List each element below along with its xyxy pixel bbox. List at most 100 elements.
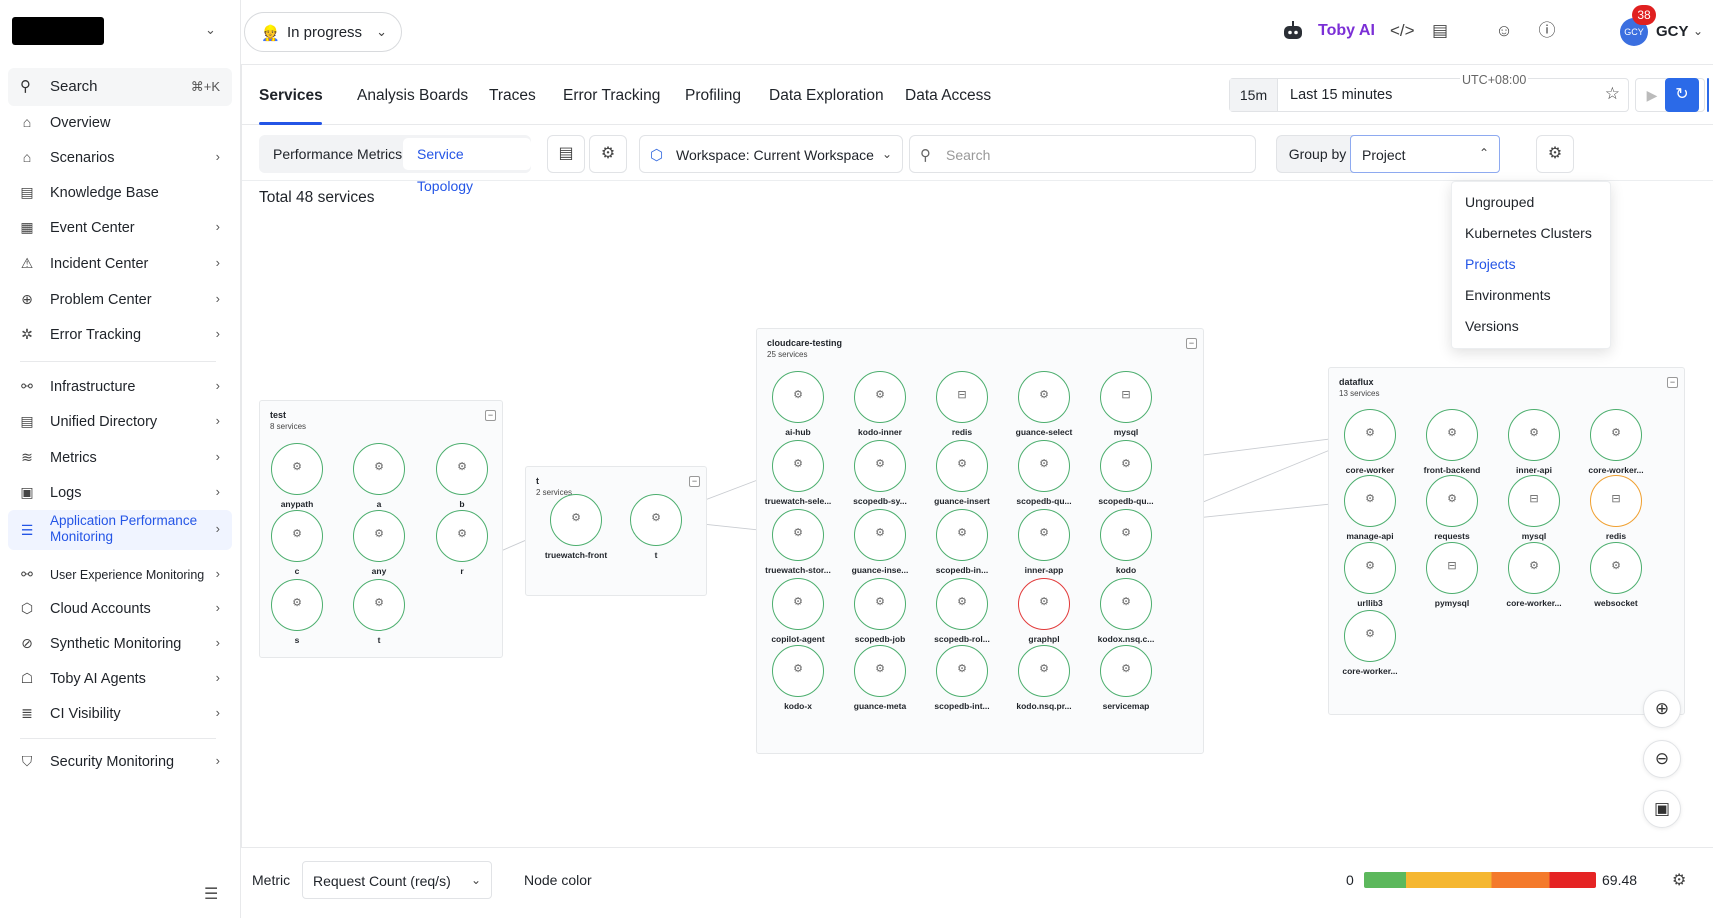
- service-node[interactable]: ⚙: [353, 579, 405, 631]
- tab-data-exploration[interactable]: Data Exploration: [769, 87, 884, 104]
- tab-analysis-boards[interactable]: Analysis Boards: [357, 87, 469, 104]
- service-node[interactable]: ⚙: [854, 645, 906, 697]
- sidebar-item-overview[interactable]: ⌂Overview: [8, 106, 232, 140]
- sidebar-item-error-tracking[interactable]: ✲Error Tracking›: [8, 318, 232, 352]
- chevron-down-icon[interactable]: ⌄: [1693, 24, 1704, 38]
- service-node[interactable]: ⚙: [436, 510, 488, 562]
- filter-settings-icon[interactable]: ⚙: [589, 135, 627, 173]
- service-node[interactable]: ⚙: [1426, 475, 1478, 527]
- sidebar-item-problem-center[interactable]: ⊕Problem Center›: [8, 283, 232, 317]
- zoom-in-button[interactable]: ⊕: [1643, 690, 1681, 728]
- search-input[interactable]: [946, 145, 1236, 165]
- zoom-out-button[interactable]: ⊖: [1643, 740, 1681, 778]
- service-node[interactable]: ⚙: [1018, 578, 1070, 630]
- collapse-sidebar-icon[interactable]: ☰: [204, 886, 219, 903]
- service-node[interactable]: ⚙: [854, 509, 906, 561]
- collapse-icon[interactable]: −: [1186, 338, 1197, 349]
- service-node[interactable]: ⚙: [271, 443, 323, 495]
- service-node[interactable]: ⚙: [353, 443, 405, 495]
- service-node[interactable]: ⚙: [630, 494, 682, 546]
- service-node[interactable]: ⚙: [1018, 440, 1070, 492]
- star-icon[interactable]: ☆: [1604, 84, 1620, 103]
- metric-select[interactable]: Request Count (req/s) ⌄: [302, 861, 492, 899]
- tab-traces[interactable]: Traces: [489, 87, 536, 104]
- service-node[interactable]: ⊟: [1100, 371, 1152, 423]
- status-selector[interactable]: 👷 In progress ⌄: [244, 12, 402, 52]
- service-node[interactable]: ⚙: [854, 371, 906, 423]
- view-option-performance-metrics[interactable]: Performance Metrics: [273, 146, 403, 162]
- tab-profiling[interactable]: Profiling: [685, 87, 741, 104]
- service-node[interactable]: ⚙: [772, 509, 824, 561]
- service-node[interactable]: ⚙: [1508, 542, 1560, 594]
- dropdown-option-kubernetes-clusters[interactable]: Kubernetes Clusters: [1465, 225, 1592, 241]
- service-node[interactable]: ⚙: [1100, 509, 1152, 561]
- time-chip[interactable]: 15m: [1230, 79, 1278, 111]
- gear-icon[interactable]: ⚙: [1536, 135, 1574, 173]
- sidebar-item-scenarios[interactable]: ⌂Scenarios›: [8, 141, 232, 175]
- sidebar-item-user-experience-monitoring[interactable]: ⚯User Experience Monitoring›: [8, 558, 232, 592]
- service-node[interactable]: ⚙: [550, 494, 602, 546]
- service-node[interactable]: ⚙: [854, 440, 906, 492]
- service-node[interactable]: ⚙: [271, 579, 323, 631]
- service-node[interactable]: ⚙: [772, 578, 824, 630]
- gear-icon[interactable]: ⚙: [1672, 872, 1687, 889]
- tab-data-access[interactable]: Data Access: [905, 87, 992, 104]
- service-node[interactable]: ⚙: [1426, 409, 1478, 461]
- service-node[interactable]: ⚙: [1344, 475, 1396, 527]
- service-node[interactable]: ⚙: [1100, 645, 1152, 697]
- fit-view-button[interactable]: ▣: [1643, 790, 1681, 828]
- service-node[interactable]: ⚙: [936, 645, 988, 697]
- workspace-select[interactable]: ⬡ Workspace: Current Workspace ⌄: [639, 135, 903, 173]
- service-node[interactable]: ⚙: [854, 578, 906, 630]
- service-node[interactable]: ⚙: [1018, 509, 1070, 561]
- group-by-select[interactable]: Project ⌃: [1350, 135, 1500, 173]
- service-node[interactable]: ⚙: [772, 645, 824, 697]
- chevron-down-icon[interactable]: ⌄: [205, 22, 216, 37]
- service-node[interactable]: ⚙: [1590, 542, 1642, 594]
- service-node[interactable]: ⚙: [353, 510, 405, 562]
- service-node[interactable]: ⚙: [936, 440, 988, 492]
- user-add-icon[interactable]: ☺: [1495, 21, 1513, 40]
- dropdown-option-projects[interactable]: Projects: [1465, 256, 1516, 272]
- service-node[interactable]: ⊟: [1508, 475, 1560, 527]
- service-node[interactable]: ⚙: [936, 578, 988, 630]
- tab-services[interactable]: Services: [259, 87, 323, 104]
- sidebar-item-cloud-accounts[interactable]: ⬡Cloud Accounts›: [8, 592, 232, 626]
- sidebar-item-infrastructure[interactable]: ⚯Infrastructure›: [8, 370, 232, 404]
- service-node[interactable]: ⚙: [1100, 578, 1152, 630]
- service-search[interactable]: ⚲: [909, 135, 1256, 173]
- user-name[interactable]: GCY: [1656, 23, 1689, 40]
- service-node[interactable]: ⚙: [772, 440, 824, 492]
- view-option-service-topology[interactable]: Service Topology: [403, 138, 531, 194]
- service-node[interactable]: ⚙: [1508, 409, 1560, 461]
- export-icon[interactable]: ▤: [547, 135, 585, 173]
- service-node[interactable]: ⚙: [936, 509, 988, 561]
- service-node[interactable]: ⚙: [1018, 645, 1070, 697]
- service-node[interactable]: ⊟: [1426, 542, 1478, 594]
- help-icon[interactable]: ⓘ: [1538, 21, 1556, 40]
- service-node[interactable]: ⚙: [436, 443, 488, 495]
- collapse-icon[interactable]: −: [485, 410, 496, 421]
- service-node[interactable]: ⚙: [772, 371, 824, 423]
- sidebar-item-knowledge-base[interactable]: ▤Knowledge Base: [8, 176, 232, 210]
- sidebar-item-synthetic-monitoring[interactable]: ⊘Synthetic Monitoring›: [8, 627, 232, 661]
- sidebar-item-unified-directory[interactable]: ▤Unified Directory›: [8, 405, 232, 439]
- sidebar-item-incident-center[interactable]: ⚠Incident Center›: [8, 247, 232, 281]
- sidebar-item-ci-visibility[interactable]: ≣CI Visibility›: [8, 697, 232, 731]
- sidebar-item-metrics[interactable]: ≋Metrics›: [8, 441, 232, 475]
- sidebar-item-application-performance-monitoring[interactable]: ☰Application Performance Monitoring›: [8, 510, 232, 550]
- notes-icon[interactable]: ▤: [1431, 21, 1449, 40]
- code-icon[interactable]: </>: [1390, 21, 1415, 40]
- service-node[interactable]: ⚙: [1344, 409, 1396, 461]
- dropdown-option-versions[interactable]: Versions: [1465, 318, 1519, 334]
- tab-error-tracking[interactable]: Error Tracking: [563, 87, 661, 104]
- dropdown-option-ungrouped[interactable]: Ungrouped: [1465, 194, 1535, 210]
- service-node[interactable]: ⚙: [1018, 371, 1070, 423]
- sidebar-item-security-monitoring[interactable]: ⛉Security Monitoring›: [8, 745, 232, 779]
- service-node[interactable]: ⊟: [936, 371, 988, 423]
